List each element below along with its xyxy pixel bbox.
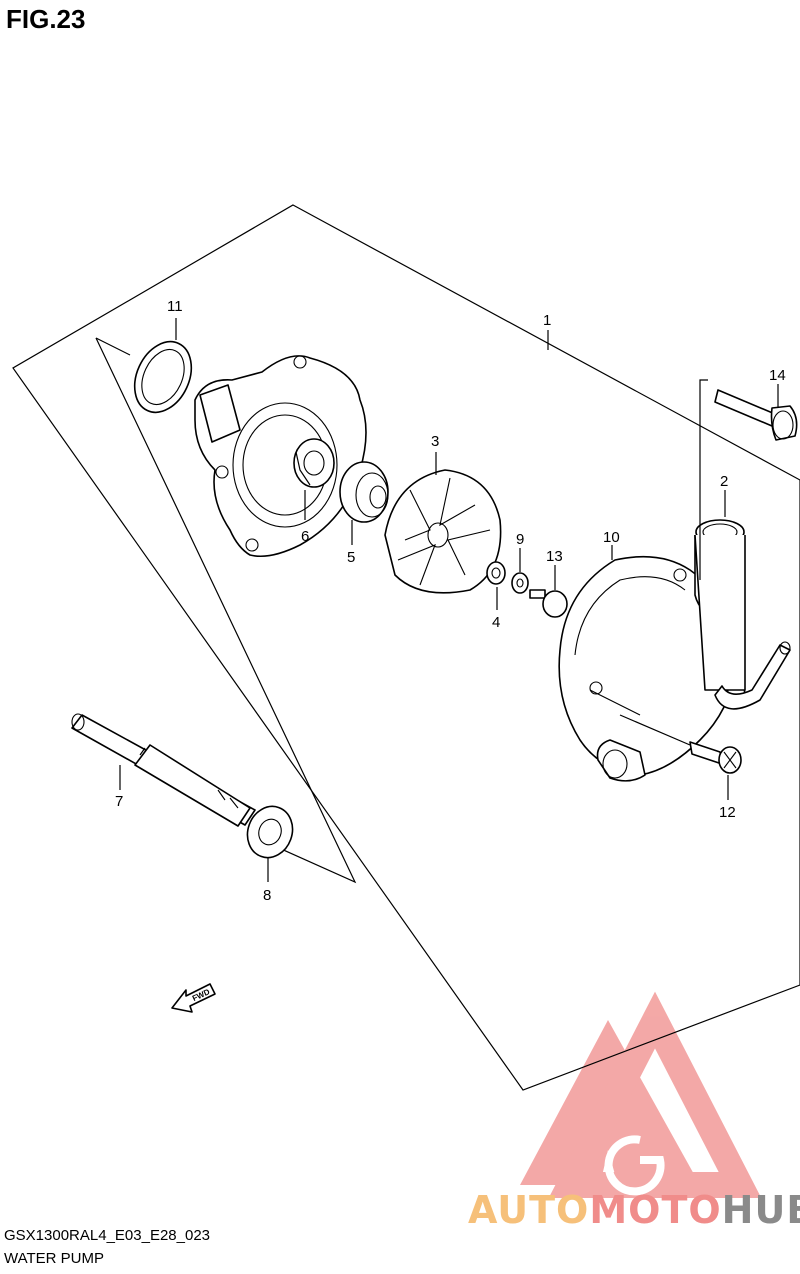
part-impeller-shaft: [71, 713, 256, 827]
callout-4: 4: [492, 614, 500, 631]
callout-6: 6: [301, 528, 309, 545]
callout-8: 8: [263, 887, 271, 904]
part-impeller: [384, 452, 502, 594]
part-shaft-washer: [246, 805, 294, 882]
part-seal-washer: [511, 548, 529, 594]
callout-2: 2: [720, 473, 728, 490]
part-bolt-impeller: [529, 565, 568, 618]
part-water-pipe: [694, 490, 791, 710]
diagram-code: GSX1300RAL4_E03_E28_023: [4, 1227, 211, 1244]
callout-11: 11: [167, 298, 183, 315]
watermark-logo: [520, 991, 762, 1198]
part-o-ring: [133, 318, 193, 414]
part-washer: [486, 561, 506, 610]
watermark-hub: HUB: [721, 1188, 800, 1232]
watermark-moto: MOTO: [589, 1188, 722, 1232]
part-mechanical-seal: [339, 461, 389, 545]
part-bush: [293, 438, 335, 488]
callout-14: 14: [769, 367, 786, 384]
assembly-outline: [12, 204, 800, 1091]
callout-10: 10: [603, 529, 620, 546]
fwd-arrow: FWD: [171, 983, 216, 1013]
callout-13: 13: [546, 548, 563, 565]
callout-7: 7: [115, 793, 123, 810]
callout-12: 12: [719, 804, 736, 821]
part-bolt-case: [619, 714, 742, 800]
callout-3: 3: [431, 433, 439, 450]
diagram-caption: WATER PUMP: [4, 1250, 104, 1267]
watermark-auto: AUTO: [468, 1188, 590, 1232]
callout-5: 5: [347, 549, 355, 566]
part-pump-cover: [194, 355, 367, 558]
callout-1: 1: [543, 312, 551, 329]
part-bolt-pipe: [699, 379, 798, 580]
inner-outline: [95, 337, 357, 884]
figure-title: FIG.23: [6, 4, 86, 34]
part-pump-case: [558, 545, 737, 782]
callout-9: 9: [516, 531, 524, 548]
watermark-text: AUTOMOTOHUB: [468, 1188, 800, 1232]
